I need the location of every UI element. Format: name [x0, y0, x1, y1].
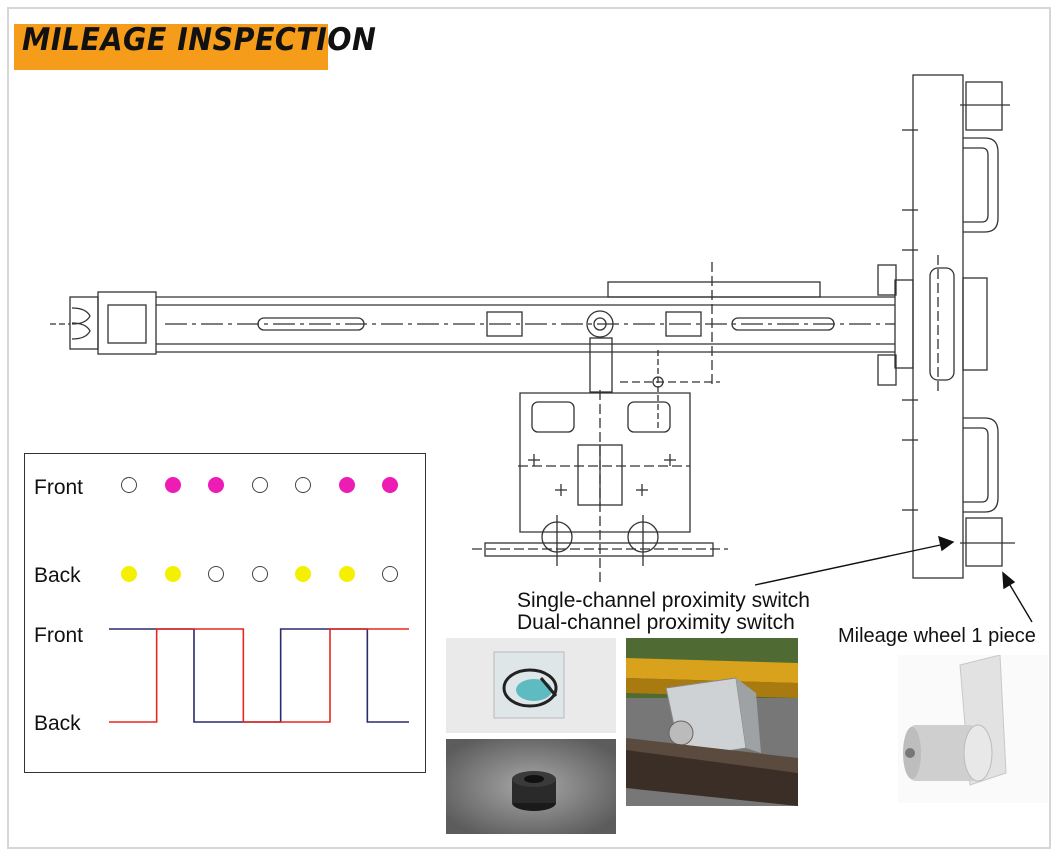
waveform-plot [109, 628, 409, 723]
mileage-wheel-photo [898, 655, 1048, 803]
waveform-back-label: Back [34, 712, 81, 735]
single-channel-switch-label: Single-channel proximity switch [517, 589, 810, 612]
title-banner [14, 24, 328, 70]
bolt-marks [528, 129, 918, 511]
mounting-plate [877, 74, 1015, 579]
callout-arrows [754, 535, 1033, 623]
back-signal-dot [164, 566, 181, 582]
installed-sensor-photo [626, 638, 798, 806]
front-signal-dot [295, 477, 311, 493]
dual-channel-switch-label: Dual-channel proximity switch [517, 611, 795, 634]
proximity-sensor-photo [446, 739, 616, 834]
page-frame [7, 7, 1051, 849]
page-title: MILEAGE INSPECTION [22, 22, 377, 58]
signal-panel: Front Back Front Back [24, 453, 426, 773]
front-signal-dot [338, 477, 355, 493]
front-waveform [109, 628, 409, 723]
back-signal-dot [208, 566, 224, 582]
front-signal-dot [121, 477, 137, 493]
proximity-switch-cable-photo [446, 638, 616, 733]
back-row-label: Back [34, 564, 81, 587]
back-signal-dot [121, 566, 137, 582]
back-waveform [109, 628, 409, 723]
back-signal-dot [338, 566, 355, 582]
front-signal-dot [164, 477, 181, 493]
front-signal-dot [251, 477, 268, 493]
main-beam [156, 262, 895, 388]
waveform-front-label: Front [34, 624, 84, 647]
lower-bracket [472, 337, 728, 585]
back-signal-dot [295, 566, 311, 582]
back-signal-dot [251, 566, 268, 582]
front-signal-dot [382, 477, 398, 493]
front-signal-dot [208, 477, 224, 493]
back-signal-dot [382, 566, 398, 582]
end-connector [50, 291, 157, 355]
front-row-label: Front [34, 476, 84, 499]
mileage-wheel-label: Mileage wheel 1 piece [838, 625, 1036, 647]
